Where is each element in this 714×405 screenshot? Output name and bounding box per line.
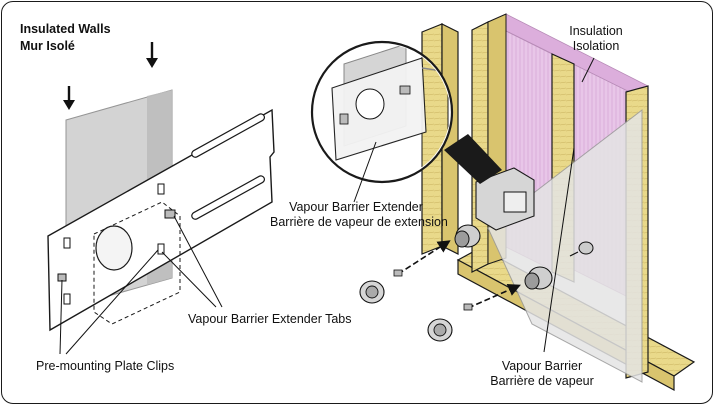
connector-upper [393,224,481,277]
connector-loose-1 [359,280,385,304]
leader-lines-left [59,215,223,355]
plate-slot-upper [191,113,266,158]
extender-label: Vapour Barrier Extender Barrière de vape… [270,200,448,230]
knockout-hole [95,225,133,271]
mounting-plate [47,108,275,332]
plate-slot-lower [191,175,266,220]
title-english: Insulated Walls [20,22,111,36]
vapour-barrier-label: Vapour Barrier Barrière de vapeur [482,359,602,389]
vapour-barrier-label-en: Vapour Barrier [501,359,583,373]
insulation-label: Insulation Isolation [558,24,634,54]
extender-label-fr: Barrière de vapeur de extension [270,215,448,229]
plate-clips-label: Pre-mounting Plate Clips [36,359,175,373]
leader-lines-right [353,57,595,353]
insulation-label-fr: Isolation [572,39,620,53]
insulation-label-en: Insulation [569,24,623,38]
extender-label-en: Vapour Barrier Extender [289,200,423,214]
electrical-box [475,167,535,231]
plate-clip-left [57,273,67,282]
screw-icon [569,241,594,257]
extender-tabs-label: Vapour Barrier Extender Tabs [188,312,352,326]
title-french: Mur Isolé [20,39,75,53]
connector-lower [463,266,553,311]
detail-magnifier [310,40,502,184]
vapour-barrier-label-fr: Barrière de vapeur [490,374,594,388]
connector-loose-2 [427,318,453,342]
down-arrow-icon [63,86,75,110]
down-arrow-icon [146,42,158,68]
extender-tab-upper [164,209,176,219]
